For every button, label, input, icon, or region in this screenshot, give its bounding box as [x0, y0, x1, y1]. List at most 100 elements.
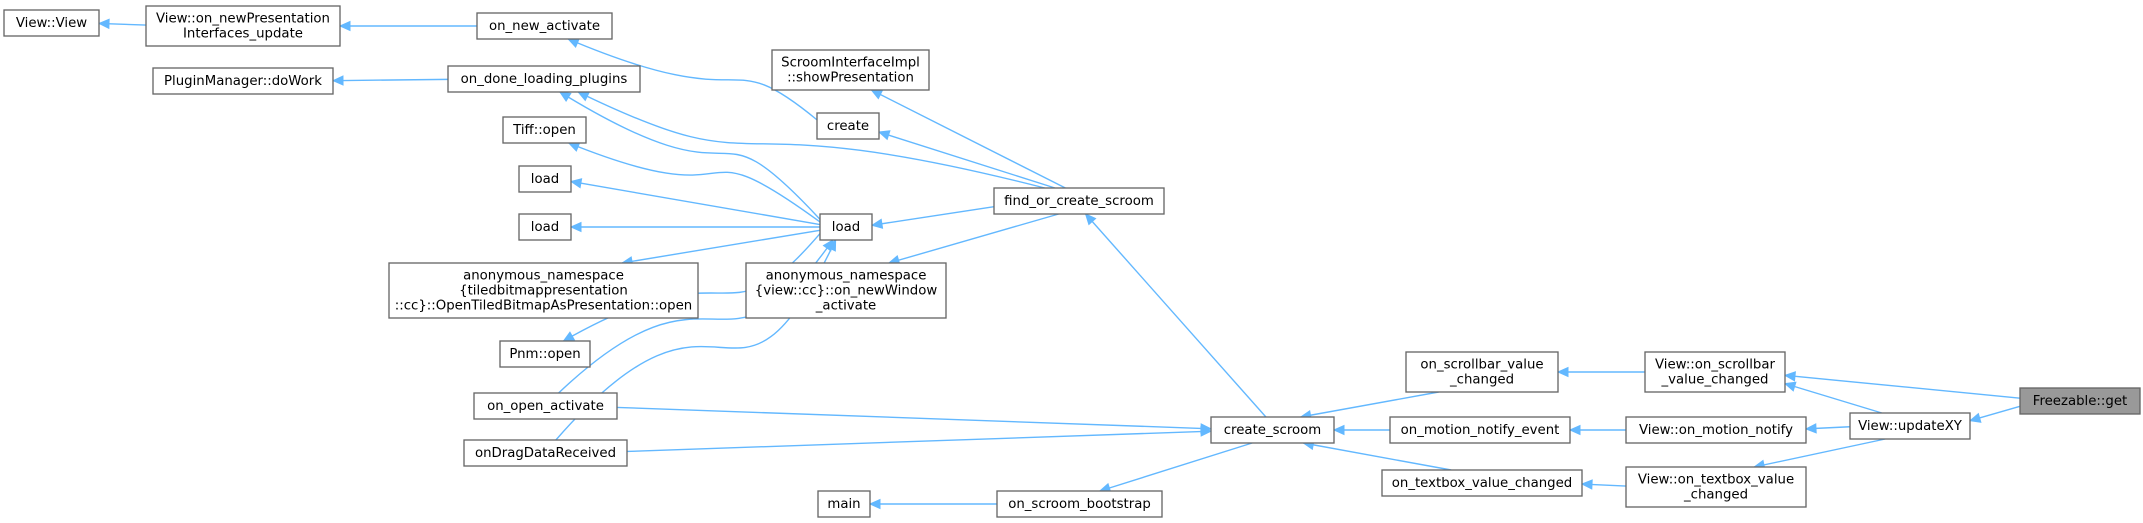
- node-anon-view-new-window[interactable]: anonymous_namespace{view::cc}::on_newWin…: [745, 262, 947, 319]
- node-box: [1625, 466, 1807, 508]
- node-label: ::showPresentation: [787, 71, 914, 86]
- node-label: Freezable::get: [2033, 394, 2127, 409]
- node-on-scroom-bootstrap[interactable]: on_scroom_bootstrap: [996, 490, 1163, 518]
- edge-anon-view-new-window-to-find-or-create-scroom: [887, 213, 1059, 266]
- edge-line: [878, 131, 1056, 189]
- node-label: _changed: [1683, 488, 1748, 503]
- node-on-new-activate[interactable]: on_new_activate: [476, 12, 613, 40]
- node-box: [1381, 469, 1583, 497]
- node-view-updatexy[interactable]: View::updateXY: [1849, 412, 1971, 440]
- edge-create-scroom-to-on-motion-notify-event: [1332, 424, 1390, 436]
- edge-on-scrollbar-value-changed-to-view-on-scrollbar-value-changed: [1556, 366, 1645, 378]
- edge-view-on-scrollbar-value-changed-to-view-updatexy: [1783, 381, 1883, 414]
- node-on-scrollbar-value-changed[interactable]: on_scrollbar_value_changed: [1405, 351, 1559, 393]
- edge-line: [871, 89, 1066, 189]
- node-box: [476, 12, 613, 40]
- node-box: [1644, 351, 1786, 393]
- edge-find-or-create-scroom-to-create-scroom: [1084, 213, 1267, 418]
- edge-arrowhead: [1580, 479, 1593, 490]
- node-label: ScroomInterfaceImpl: [781, 56, 920, 71]
- node-find-or-create-scroom[interactable]: find_or_create_scroom: [993, 187, 1165, 215]
- node-box: [816, 112, 880, 140]
- edge-create-to-find-or-create-scroom: [877, 130, 1056, 189]
- node-view-view[interactable]: View::View: [3, 9, 100, 37]
- node-box: [473, 392, 618, 420]
- node-box: [1405, 351, 1559, 393]
- node-scroom-show-presentation[interactable]: ScroomInterfaceImpl::showPresentation: [771, 49, 930, 91]
- edge-line: [626, 430, 1212, 453]
- node-label: on_scrollbar_value: [1420, 358, 1543, 373]
- edge-arrowhead: [1783, 371, 1796, 382]
- edge-arrowhead: [877, 130, 891, 141]
- node-label: _value_changed: [1661, 373, 1769, 388]
- node-freezable-get[interactable]: Freezable::get: [2019, 387, 2141, 415]
- edge-line: [1099, 442, 1253, 492]
- edge-line: [616, 406, 1212, 430]
- edge-arrowhead: [870, 89, 884, 100]
- node-box: [145, 5, 341, 47]
- edge-line: [577, 91, 1045, 189]
- node-on-newpresentation-update[interactable]: View::on_newPresentationInterfaces_updat…: [145, 5, 341, 47]
- node-box: [1849, 412, 1971, 440]
- edge-arrowhead: [567, 38, 580, 48]
- node-label: _changed: [1449, 373, 1514, 388]
- edge-arrowhead: [870, 218, 884, 229]
- node-label: PluginManager::doWork: [164, 74, 322, 89]
- node-main[interactable]: main: [817, 490, 871, 518]
- node-view-on-textbox-value-changed[interactable]: View::on_textbox_value_changed: [1625, 466, 1807, 508]
- edge-anon-tiled-open-to-load-main: [620, 229, 821, 267]
- node-label: on_motion_notify_event: [1401, 423, 1560, 438]
- node-create[interactable]: create: [816, 112, 880, 140]
- edge-arrowhead: [338, 20, 351, 32]
- node-label: main: [827, 497, 860, 512]
- node-box: [996, 490, 1163, 518]
- node-on-open-activate[interactable]: on_open_activate: [473, 392, 618, 420]
- edge-arrowhead: [567, 142, 581, 152]
- node-on-motion-notify-event[interactable]: on_motion_notify_event: [1389, 416, 1571, 444]
- node-load-b[interactable]: load: [518, 213, 572, 241]
- node-tiff-open[interactable]: Tiff::open: [502, 116, 587, 144]
- node-box: [1389, 416, 1571, 444]
- node-load-a[interactable]: load: [518, 165, 572, 193]
- node-create-scroom[interactable]: create_scroom: [1210, 416, 1335, 444]
- edge-arrowhead: [1556, 366, 1569, 378]
- node-label: _activate: [815, 299, 876, 314]
- node-label: View::updateXY: [1858, 419, 1963, 434]
- node-box: [1210, 416, 1335, 444]
- node-label: Interfaces_update: [183, 27, 303, 42]
- node-anon-tiled-open[interactable]: anonymous_namespace{tiledbitmappresentat…: [388, 262, 699, 319]
- node-load-main[interactable]: load: [819, 213, 873, 241]
- node-label: on_open_activate: [487, 399, 604, 414]
- edge-arrowhead: [577, 91, 590, 102]
- edge-arrowhead: [1804, 423, 1817, 434]
- edge-arrowhead: [331, 75, 344, 86]
- function-nodes: View::View View::on_newPresentationInterf…: [3, 5, 2141, 518]
- edge-arrowhead: [1968, 412, 1982, 423]
- node-view-on-scrollbar-value-changed[interactable]: View::on_scrollbar_value_changed: [1644, 351, 1786, 393]
- node-on-done-loading-plugins[interactable]: on_done_loading_plugins: [447, 65, 641, 93]
- node-label: {tiledbitmappresentation: [459, 284, 628, 299]
- node-label: onDragDataReceived: [475, 446, 616, 461]
- node-on-textbox-value-changed[interactable]: on_textbox_value_changed: [1381, 469, 1583, 497]
- node-label: anonymous_namespace: [766, 269, 927, 284]
- edge-arrowhead: [97, 18, 110, 30]
- node-view-on-motion-notify[interactable]: View::on_motion_notify: [1625, 416, 1807, 444]
- node-label: {view::cc}::on_newWindow: [755, 284, 938, 299]
- edge-line: [888, 213, 1059, 264]
- node-label: on_textbox_value_changed: [1392, 476, 1572, 491]
- edge-arrowhead: [1568, 424, 1581, 436]
- node-pluginmanager-dowork[interactable]: PluginManager::doWork: [152, 67, 334, 95]
- edge-arrowhead: [562, 331, 576, 342]
- edge-load-b-to-load-main: [569, 221, 820, 233]
- node-pnm-open[interactable]: Pnm::open: [499, 340, 591, 368]
- node-on-drag-data-received[interactable]: onDragDataReceived: [463, 439, 628, 467]
- node-label: anonymous_namespace: [463, 269, 624, 284]
- node-box: [518, 213, 572, 241]
- edge-create-scroom-to-on-open-activate: [616, 406, 1213, 434]
- node-label: View::on_newPresentation: [156, 12, 330, 27]
- node-box: [819, 213, 873, 241]
- edge-arrowhead: [569, 221, 582, 233]
- node-label: on_new_activate: [489, 19, 600, 34]
- edge-arrowhead: [569, 178, 583, 189]
- node-box: [817, 490, 871, 518]
